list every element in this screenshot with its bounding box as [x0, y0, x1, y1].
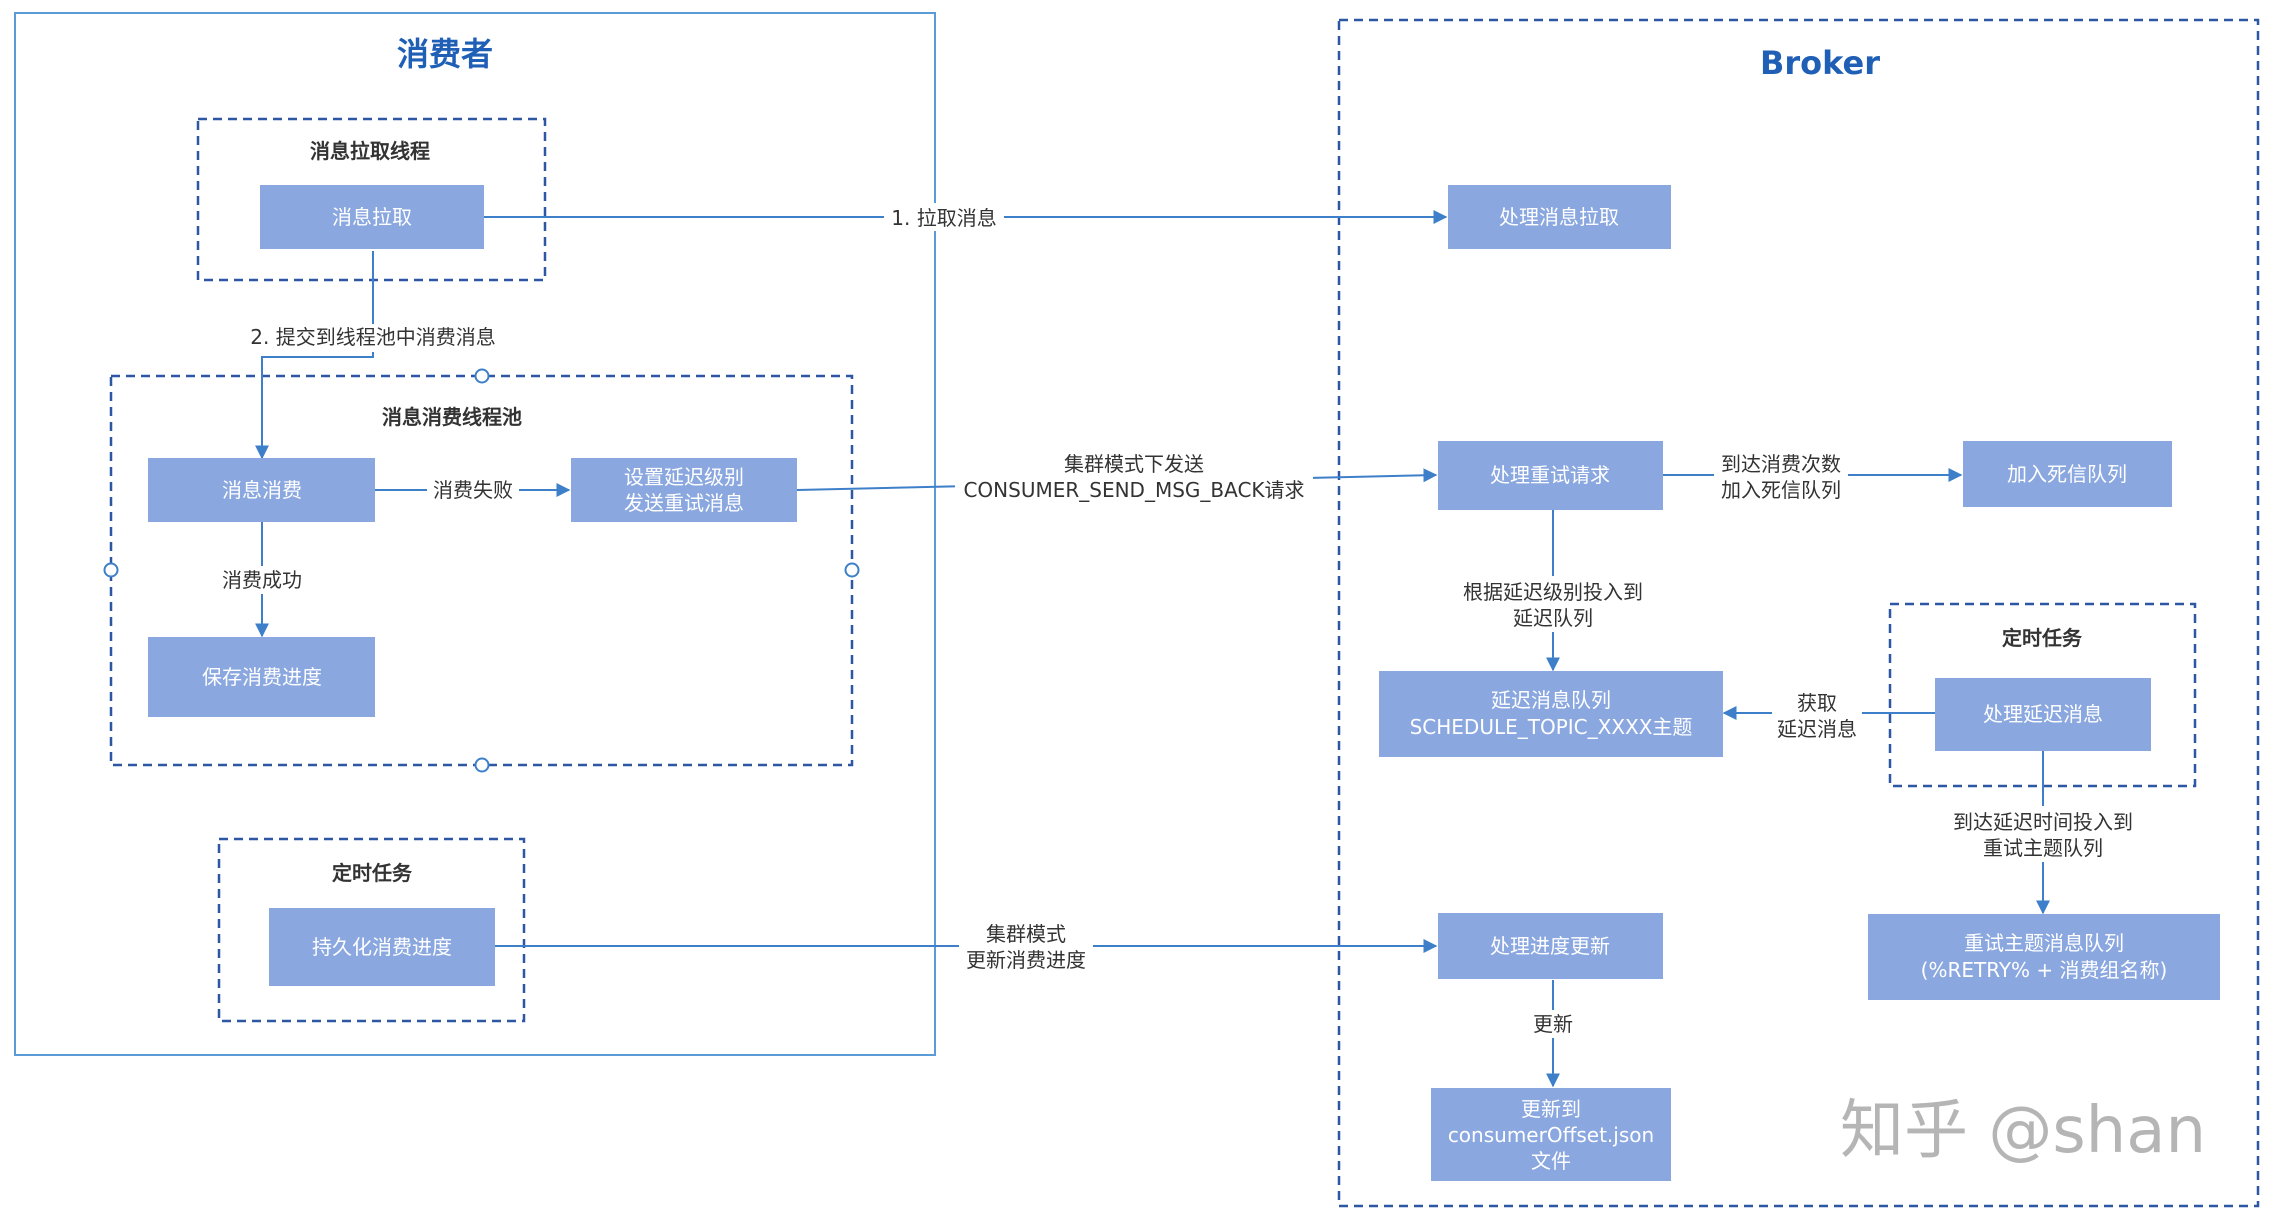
edge-label-send-back-2: CONSUMER_SEND_MSG_BACK请求	[963, 478, 1304, 502]
edge-label-send-back-1: 集群模式下发送	[1064, 452, 1204, 476]
node-dead-queue[interactable]	[1963, 441, 2172, 507]
node-set-delay-label-1: 设置延迟级别	[624, 465, 744, 489]
node-offset-file-label-1: 更新到	[1521, 1097, 1581, 1121]
edge-submit-pool	[255, 251, 374, 460]
edge-label-consume-success: 消费成功	[222, 568, 302, 592]
node-set-delay-label-2: 发送重试消息	[624, 491, 744, 515]
edge-label-cluster-update-1: 集群模式	[986, 922, 1066, 946]
node-dead-queue-label: 加入死信队列	[2007, 462, 2127, 486]
edge-label-submit-pool: 2. 提交到线程池中消费消息	[250, 325, 495, 349]
node-offset-file-label-2: consumerOffset.json	[1448, 1123, 1654, 1147]
edge-label-reach-time-2: 重试主题队列	[1983, 836, 2103, 860]
node-offset-file-label-3: 文件	[1531, 1149, 1571, 1173]
node-retry-topic-label-2: (%RETRY% + 消费组名称)	[1921, 958, 2168, 982]
node-handle-delay[interactable]	[1935, 678, 2151, 751]
node-save-progress-label: 保存消费进度	[202, 665, 322, 689]
node-consume[interactable]	[148, 458, 375, 522]
edge-label-reach-count-2: 加入死信队列	[1721, 478, 1841, 502]
node-progress-update[interactable]	[1438, 913, 1663, 979]
consumer-container	[14, 12, 936, 1056]
node-persist-progress[interactable]	[269, 908, 495, 986]
node-pull[interactable]	[260, 185, 484, 249]
edge-label-update: 更新	[1533, 1012, 1573, 1036]
node-broker-pull[interactable]	[1448, 185, 1671, 249]
node-offset-file[interactable]	[1431, 1088, 1671, 1181]
handle-top[interactable]	[474, 368, 490, 384]
edge-label-cluster-update-2: 更新消费进度	[966, 948, 1086, 972]
node-delay-queue-label-2: SCHEDULE_TOPIC_XXXX主题	[1410, 715, 1693, 739]
handle-right[interactable]	[844, 562, 860, 578]
broker-title: Broker	[1760, 44, 1880, 82]
broker-timer-group	[1888, 602, 2197, 788]
edge-label-by-delay-level-2: 延迟队列	[1513, 606, 1593, 630]
consumer-timer-group	[217, 837, 526, 1023]
pull-thread-group-title: 消息拉取线程	[310, 139, 430, 163]
edge-label-reach-time-1: 到达延迟时间投入到	[1953, 810, 2133, 834]
edge-label-reach-count-1: 到达消费次数	[1721, 452, 1841, 476]
node-set-delay[interactable]	[571, 458, 797, 522]
edge-label-fetch-delay-2: 延迟消息	[1777, 717, 1857, 741]
consumer-timer-group-title: 定时任务	[332, 861, 413, 885]
edge-label-consume-fail: 消费失败	[433, 478, 513, 502]
node-save-progress[interactable]	[148, 637, 375, 717]
edge-label-fetch-delay-1: 获取	[1797, 691, 1837, 715]
consume-pool-group-title: 消息消费线程池	[382, 405, 522, 429]
handle-left[interactable]	[103, 562, 119, 578]
node-broker-pull-label: 处理消息拉取	[1499, 205, 1619, 229]
node-persist-progress-label: 持久化消费进度	[312, 935, 452, 959]
node-delay-queue[interactable]	[1379, 671, 1723, 757]
node-handle-delay-label: 处理延迟消息	[1983, 702, 2103, 726]
node-pull-label: 消息拉取	[332, 205, 412, 229]
node-progress-update-label: 处理进度更新	[1490, 934, 1610, 958]
node-retry-request[interactable]	[1438, 441, 1663, 510]
edge-label-pull-request: 1. 拉取消息	[891, 206, 996, 230]
handle-bottom[interactable]	[474, 757, 490, 773]
node-retry-topic-label-1: 重试主题消息队列	[1964, 931, 2124, 955]
node-retry-topic[interactable]	[1868, 914, 2220, 1000]
node-retry-request-label: 处理重试请求	[1490, 463, 1610, 487]
edge-label-by-delay-level-1: 根据延迟级别投入到	[1463, 580, 1643, 604]
consumer-title: 消费者	[397, 35, 493, 73]
pull-thread-group	[196, 117, 547, 282]
broker-container	[1337, 18, 2260, 1208]
node-delay-queue-label-1: 延迟消息队列	[1491, 688, 1611, 712]
node-consume-label: 消息消费	[222, 478, 302, 502]
watermark: 知乎 @shan	[1840, 1094, 2206, 1168]
broker-timer-group-title: 定时任务	[2002, 626, 2083, 650]
